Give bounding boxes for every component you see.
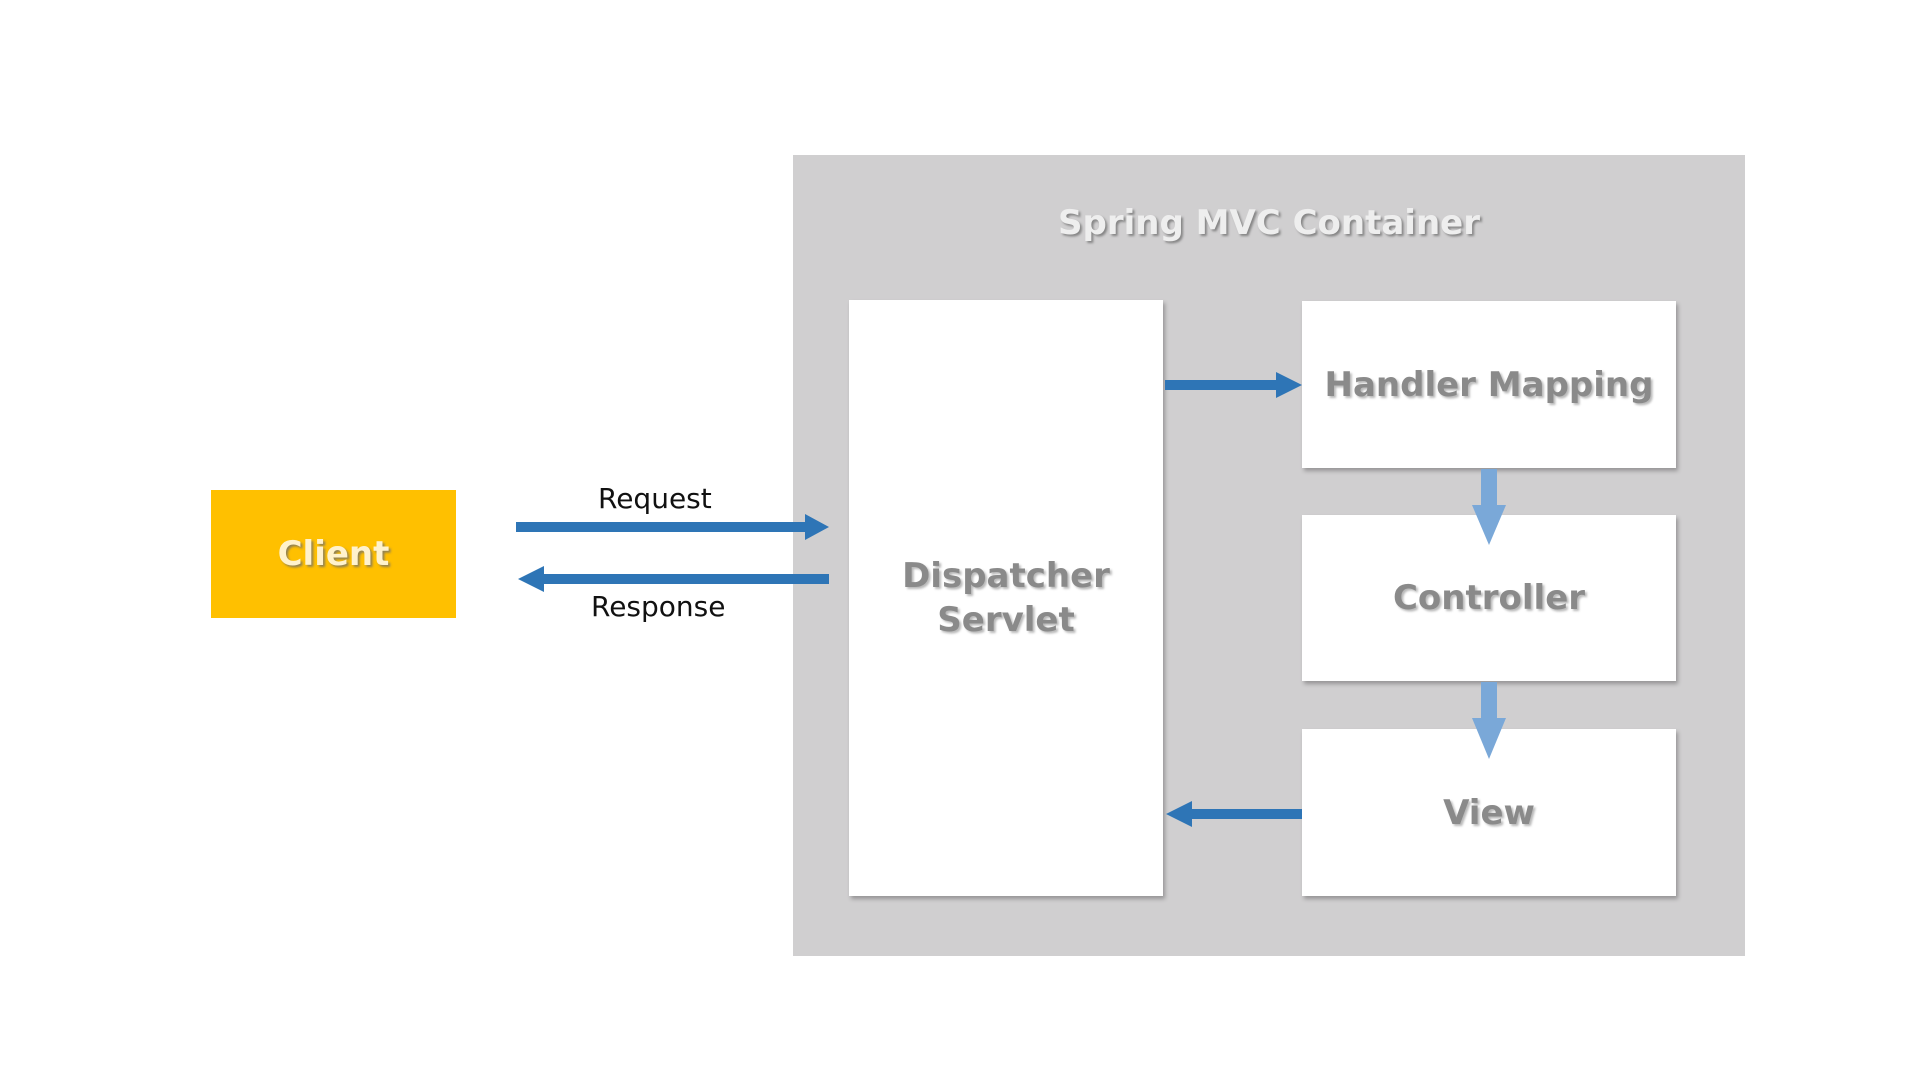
client-label: Client <box>277 534 390 574</box>
dispatcher-servlet-box: Dispatcher Servlet <box>849 300 1163 896</box>
client-box: Client <box>211 490 456 618</box>
request-label: Request <box>598 482 712 515</box>
dispatcher-servlet-label: Dispatcher Servlet <box>902 556 1110 640</box>
response-arrow <box>518 566 829 592</box>
response-label: Response <box>591 590 726 623</box>
controller-box: Controller <box>1302 515 1676 681</box>
request-arrow <box>516 514 829 540</box>
container-title: Spring MVC Container <box>1058 203 1480 243</box>
controller-label: Controller <box>1392 578 1586 618</box>
view-label: View <box>1443 792 1535 833</box>
handler-mapping-box: Handler Mapping <box>1302 301 1676 468</box>
handler-mapping-label: Handler Mapping <box>1324 364 1654 405</box>
view-box: View <box>1302 729 1676 896</box>
